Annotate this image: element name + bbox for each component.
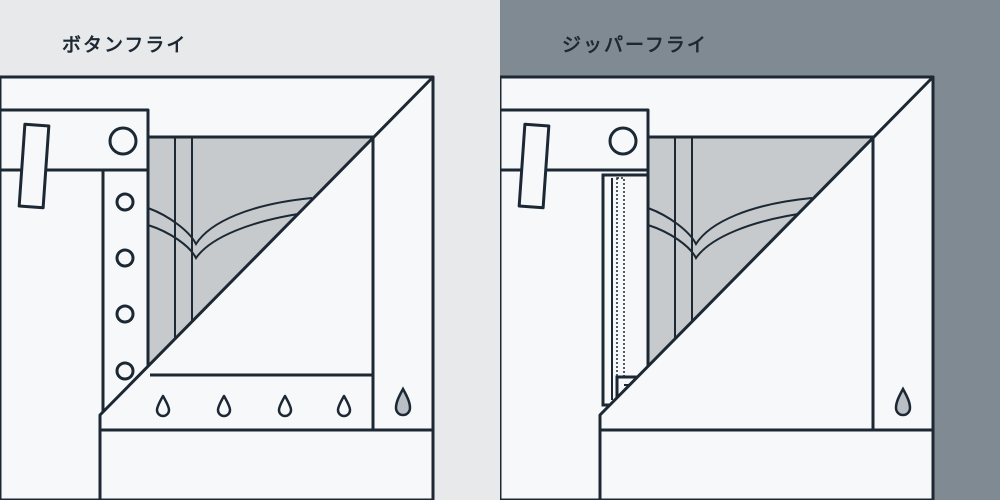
button-fly-drawing: [0, 0, 500, 500]
pocket-seam-line: [647, 211, 813, 260]
pocket-rivet-icon: [894, 386, 912, 417]
waistband-button: [108, 126, 138, 156]
fly-button: [115, 192, 135, 212]
buttonhole-icon: [277, 394, 293, 418]
waistband-button: [608, 126, 638, 156]
belt-loop: [517, 122, 551, 210]
pocket-seam-line: [147, 211, 313, 260]
pocket-seam-line: [147, 197, 313, 247]
panel-title: ボタンフライ: [62, 34, 188, 56]
fly-button: [115, 248, 135, 268]
zipper-fly-panel: ジッパーフライ: [500, 0, 1000, 500]
buttonhole-icon: [336, 394, 352, 418]
zipper-fly-drawing: [500, 0, 1000, 500]
zipper-teeth: [616, 177, 625, 397]
buttonhole-icon: [155, 394, 171, 418]
pocket-rivet-icon: [394, 386, 412, 417]
belt-loop: [17, 122, 51, 210]
folded-front-panel: [98, 75, 435, 500]
fly-button: [115, 361, 135, 381]
pocket-seam-line: [647, 197, 813, 247]
folded-front-panel: [598, 75, 935, 500]
fly-button: [115, 304, 135, 324]
button-fly-panel: ボタンフライ: [0, 0, 500, 500]
buttonhole-icon: [216, 394, 232, 418]
zipper-tape: [601, 173, 650, 407]
panel-title: ジッパーフライ: [562, 34, 708, 56]
